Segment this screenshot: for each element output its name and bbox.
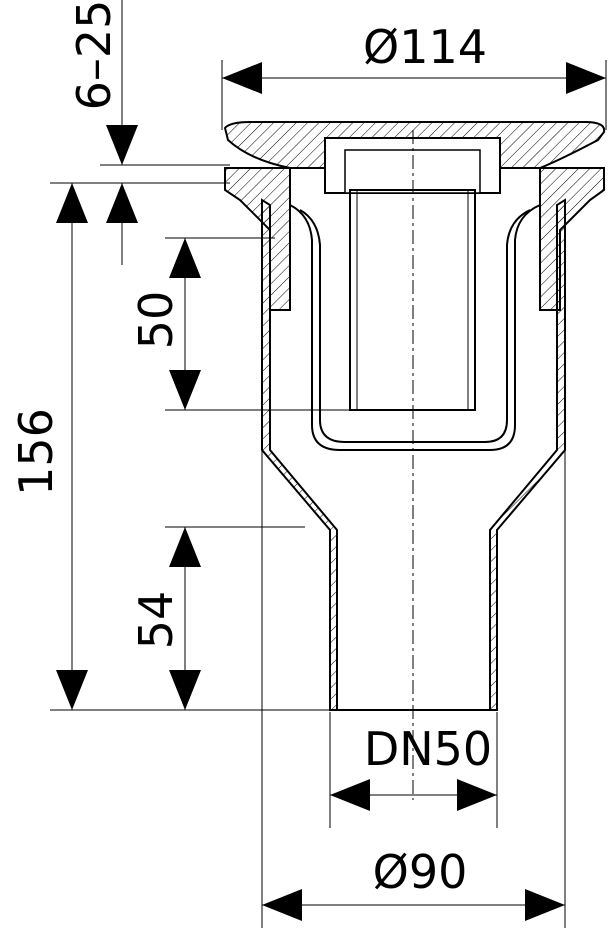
label-water-seal: 50 (129, 291, 183, 350)
label-body-diameter: Ø90 (373, 845, 468, 899)
label-total-height: 156 (9, 408, 63, 496)
dimension-lines (56, 0, 606, 921)
label-height-adjust: 6–25 (67, 0, 121, 110)
label-outlet-length: 54 (129, 591, 183, 650)
label-outlet-size: DN50 (364, 722, 492, 776)
drain-body (223, 121, 606, 800)
label-top-diameter: Ø114 (363, 20, 487, 74)
extension-lines (50, 60, 607, 928)
